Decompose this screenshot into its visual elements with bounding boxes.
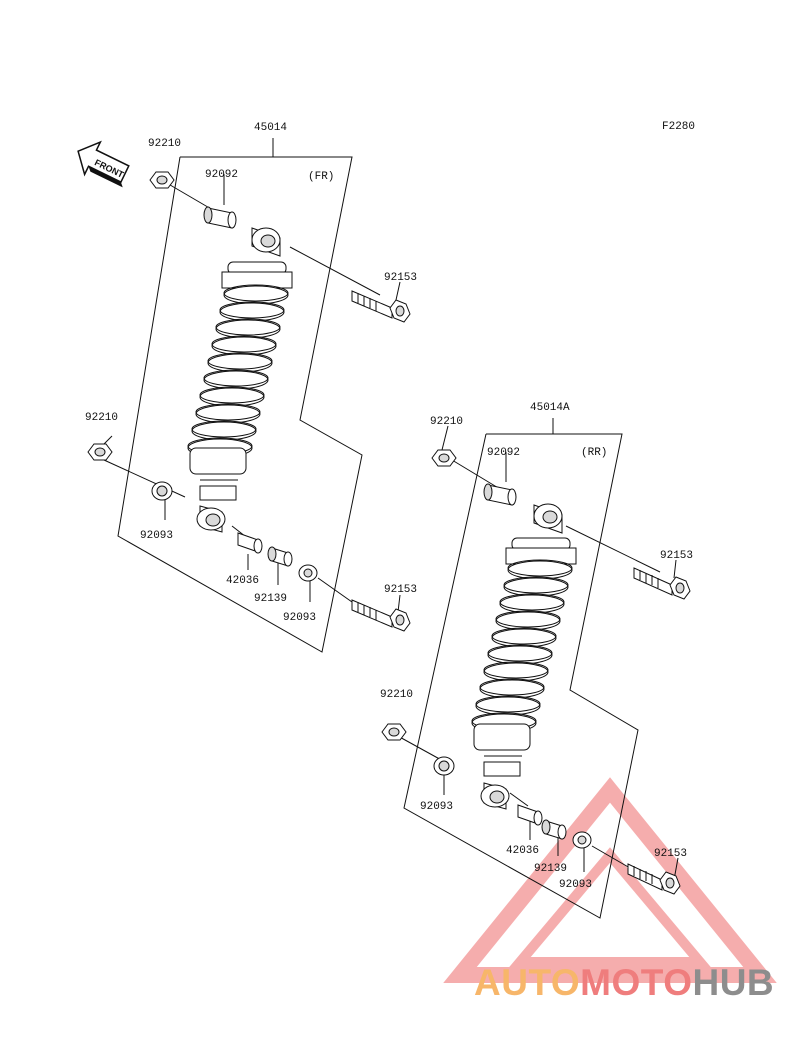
watermark-text: AUTOMOTOHUB xyxy=(474,962,774,1004)
front-top-bolt-label: 92153 xyxy=(384,272,417,284)
front-bottom-bolt xyxy=(351,599,411,632)
front-bottom-nut-label: 92210 xyxy=(85,412,118,424)
rear-top-bolt-label: 92153 xyxy=(660,550,693,562)
front-collar-label: 42036 xyxy=(226,575,259,587)
front-collar xyxy=(237,532,263,554)
front-top-nut-label: 92210 xyxy=(148,138,181,150)
front-bottom-bushing xyxy=(267,546,293,567)
rear-right-seal xyxy=(572,831,592,849)
rear-left-seal xyxy=(433,756,455,776)
rear-top-bushing xyxy=(483,483,517,506)
rear-assembly-number: 45014A xyxy=(530,402,570,414)
front-shock-spring xyxy=(187,261,293,501)
front-top-eye xyxy=(251,227,281,257)
rear-shock-assembly: 45014A (RR) 92210 92092 xyxy=(380,402,693,919)
rear-bottom-nut xyxy=(381,723,407,741)
front-bottom-eye xyxy=(196,505,226,533)
rear-bottom-bushing xyxy=(541,819,567,840)
front-top-bushing xyxy=(203,206,237,229)
rear-top-bushing-label: 92092 xyxy=(487,447,520,459)
front-direction-arrow-icon: FRONT xyxy=(77,140,130,188)
rear-position-label: (RR) xyxy=(581,447,607,459)
front-right-seal-label: 92093 xyxy=(283,612,316,624)
rear-bottom-bolt-label: 92153 xyxy=(654,848,687,860)
rear-left-seal-label: 92093 xyxy=(420,801,453,813)
rear-bottom-bushing-label: 92139 xyxy=(534,863,567,875)
front-top-nut xyxy=(149,171,175,189)
front-bottom-nut xyxy=(87,443,113,461)
rear-right-seal-label: 92093 xyxy=(559,879,592,891)
front-right-seal xyxy=(298,564,318,582)
rear-bottom-bolt xyxy=(627,863,681,895)
rear-collar-label: 42036 xyxy=(506,845,539,857)
front-bottom-bushing-label: 92139 xyxy=(254,593,287,605)
front-left-seal xyxy=(151,481,173,501)
front-bottom-bolt-label: 92153 xyxy=(384,584,417,596)
rear-bottom-nut-label: 92210 xyxy=(380,689,413,701)
figure-code: F2280 xyxy=(662,121,695,133)
watermark-part-hub: HUB xyxy=(692,962,775,1003)
rear-shock-spring xyxy=(471,537,577,777)
rear-top-nut-label: 92210 xyxy=(430,416,463,428)
rear-top-eye xyxy=(533,503,563,534)
rear-top-bolt xyxy=(633,567,691,600)
rear-collar xyxy=(517,804,543,826)
watermark-part-auto: AUTO xyxy=(474,962,581,1003)
front-position-label: (FR) xyxy=(308,171,334,183)
front-top-bushing-label: 92092 xyxy=(205,169,238,181)
front-shock-assembly: 45014 (FR) 92210 92092 xyxy=(85,122,417,653)
front-left-seal-label: 92093 xyxy=(140,530,173,542)
watermark-logo-triangles xyxy=(443,777,777,983)
rear-top-nut xyxy=(431,449,457,467)
front-top-bolt xyxy=(351,290,411,323)
watermark-part-moto: MOTO xyxy=(580,962,693,1003)
front-assembly-number: 45014 xyxy=(254,122,287,134)
rear-bottom-eye xyxy=(480,782,510,810)
